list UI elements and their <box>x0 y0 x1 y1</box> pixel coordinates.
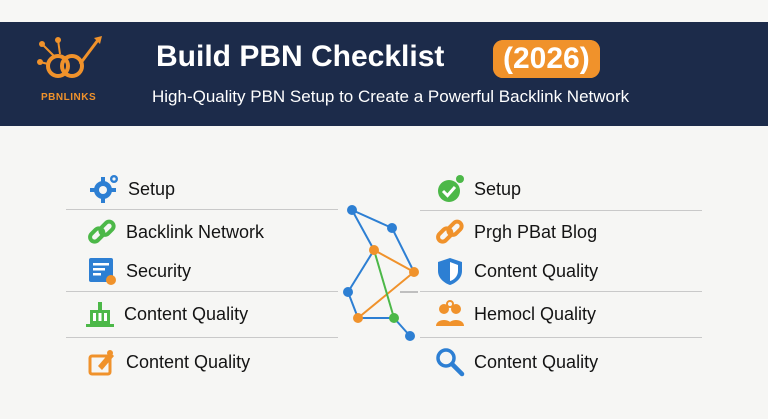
chain-link-icon <box>88 219 116 244</box>
pbnlinks-logo-icon <box>37 36 102 78</box>
right-item-blog: Prgh PBat Blog <box>434 216 597 248</box>
divider <box>66 209 338 210</box>
left-item-security: Security <box>86 255 191 287</box>
right-item-content-quality-2: Content Quality <box>434 346 598 378</box>
divider <box>420 291 702 292</box>
right-item-label: Setup <box>474 178 522 199</box>
shield-icon <box>438 258 462 285</box>
divider <box>66 337 338 338</box>
check-badge-icon <box>438 175 464 202</box>
left-item-backlink-network: Backlink Network <box>86 216 264 248</box>
edit-icon <box>88 350 114 376</box>
left-item-content-quality: Content Quality <box>84 298 248 330</box>
magnifier-icon <box>436 348 465 377</box>
header-banner <box>0 22 768 126</box>
page-title: Build PBN Checklist <box>156 40 445 73</box>
left-item-label: Backlink Network <box>126 221 265 242</box>
document-icon <box>89 258 116 285</box>
network-diagram-icon <box>343 205 419 341</box>
left-item-setup: Setup <box>88 173 175 205</box>
divider <box>66 291 338 292</box>
chain-link-icon <box>436 219 464 244</box>
team-icon <box>436 300 464 326</box>
left-item-content-quality-2: Content Quality <box>86 346 250 378</box>
right-item-content-quality: Content Quality <box>434 255 598 287</box>
divider <box>420 337 702 338</box>
gear-icon <box>90 175 118 203</box>
left-item-label: Security <box>126 260 192 281</box>
divider <box>420 210 702 211</box>
year-badge: (2026) <box>493 40 600 78</box>
right-item-hemocl-quality: Hemocl Quality <box>434 298 596 330</box>
left-item-label: Content Quality <box>126 351 251 372</box>
right-item-label: Content Quality <box>474 260 599 281</box>
right-item-label: Prgh PBat Blog <box>474 221 598 242</box>
left-item-label: Setup <box>128 178 176 199</box>
right-item-label: Hemocl Quality <box>474 303 597 324</box>
right-item-label: Content Quality <box>474 351 599 372</box>
left-item-label: Content Quality <box>124 303 249 324</box>
right-item-setup: Setup <box>434 173 521 205</box>
page-subtitle: High-Quality PBN Setup to Create a Power… <box>152 87 630 106</box>
top-margin <box>0 0 768 22</box>
building-icon <box>86 302 114 327</box>
logo-text: PBNLINKS <box>41 92 97 103</box>
